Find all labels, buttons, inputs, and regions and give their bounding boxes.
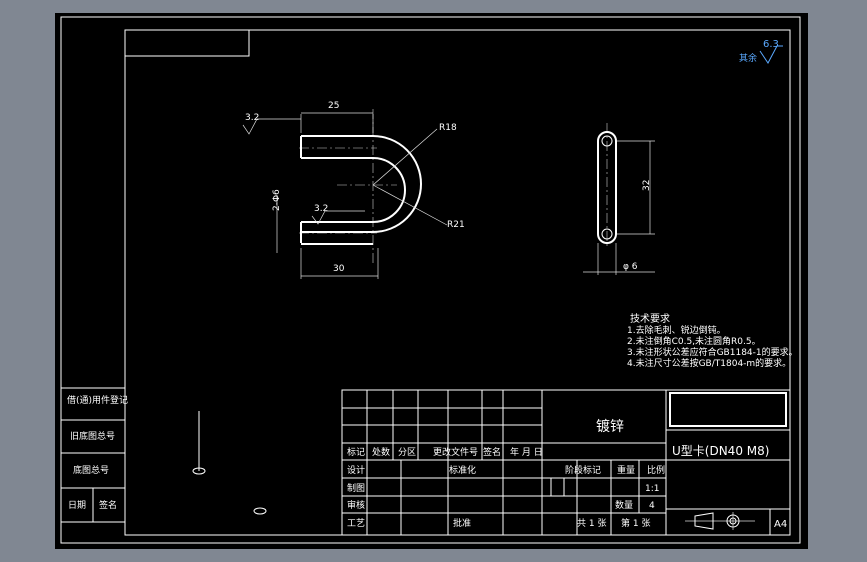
roughness-2-icon [311,210,365,225]
hdr-mark: 标记 [347,446,365,458]
side-table-row2: 旧底图总号 [70,430,115,442]
side-view: 32 φ 6 [583,123,655,275]
r21-leader [372,184,448,226]
u-bend-rod-outline [300,135,422,243]
title-block: 标记 处数 分区 更改文件号 签名 年 月 日 设计 标准化 阶段标记 重量 比… [341,389,791,536]
dim-phi-label: 2-Φ6 [272,189,282,211]
side-hole-bottom [601,228,613,240]
hdr-zone: 分区 [398,447,416,458]
scale-value: 1:1 [645,484,659,494]
hdr-count: 处数 [372,446,390,458]
svg-text:其余: 其余 [739,52,757,64]
dim-25-label: 25 [328,101,339,111]
side-hole-top [601,135,613,147]
label-weight: 重量 [617,464,635,476]
tech-requirements: 技术要求 1.去除毛刺、锐边倒钝。 2.未注倒角C0.5,未注圆角R0.5。 3… [627,312,798,369]
label-scale: 比例 [647,464,665,476]
r18-leader [372,128,438,186]
hdr-doc: 更改文件号 [433,446,478,458]
roughness-1-icon [242,118,301,135]
drawing-border [124,29,791,536]
paper-size: A4 [774,519,787,530]
projection-cone [694,512,714,530]
title-block-frame [341,389,791,536]
projection-symbol-icon [685,512,755,530]
tech-line-2: 2.未注倒角C0.5,未注圆角R0.5。 [627,335,761,347]
side-table-row3: 底图总号 [73,464,109,476]
side-table-row4a: 日期 [68,500,86,511]
hdr-date: 年 月 日 [510,446,543,458]
cad-viewport[interactable]: 其余 6.3 25 30 R18 R21 2-Φ6 3.2 [55,13,808,549]
label-check: 审核 [347,499,365,511]
top-left-box [124,29,250,57]
qty-value: 4 [649,501,655,511]
front-view: 25 30 R18 R21 2-Φ6 3.2 3.2 [242,101,465,279]
roughness-other: 其余 6.3 [739,39,783,64]
revision-grid [342,390,666,535]
drawing-canvas[interactable]: 其余 6.3 25 30 R18 R21 2-Φ6 3.2 [55,13,808,549]
label-design: 设计 [347,464,365,476]
tech-title: 技术要求 [630,312,670,325]
side-dim-phi-label: φ 6 [623,262,638,272]
roughness-symbol-icon [759,45,783,64]
side-table-row4b: 签名 [99,499,117,511]
label-qty: 数量 [615,499,633,511]
outer-frame [60,16,801,544]
tech-line-3: 3.未注形状公差应符合GB1184-1的要求。 [627,346,798,358]
label-draw: 制图 [347,482,365,494]
label-approve: 批准 [453,517,471,529]
isometric-view [192,381,267,515]
side-rod-outline [597,131,617,244]
tech-line-4: 4.未注尺寸公差按GB/T1804-m的要求。 [627,357,791,369]
part-name: U型卡(DN40 M8) [672,444,769,458]
side-table-row1: 借(通)用件登记 [67,394,128,406]
sheet-number: 第 1 张 [621,517,650,529]
iso-rod-outer [198,385,261,508]
svg-text:6.3: 6.3 [763,39,779,50]
side-dim-height-label: 32 [642,180,652,191]
sheets-total: 共 1 张 [577,518,606,529]
roughness-2-label: 3.2 [314,204,328,214]
tech-line-1: 1.去除毛刺、锐边倒钝。 [627,324,726,336]
label-process: 工艺 [347,518,365,529]
dim-r18-label: R18 [439,123,457,133]
hdr-sign: 签名 [483,446,501,458]
side-register-table: 借(通)用件登记 旧底图总号 底图总号 日期 签名 [60,387,128,523]
roughness-1-label: 3.2 [245,113,259,123]
drawing-number-box [669,392,787,427]
label-standard: 标准化 [449,464,476,476]
label-stage-mark: 阶段标记 [565,464,601,476]
iso-rod-inner [194,381,265,508]
iso-rod-end-right [253,507,267,515]
material-label: 镀锌 [596,418,624,435]
dim-r21-label: R21 [447,220,465,230]
dim-30-label: 30 [333,264,345,274]
